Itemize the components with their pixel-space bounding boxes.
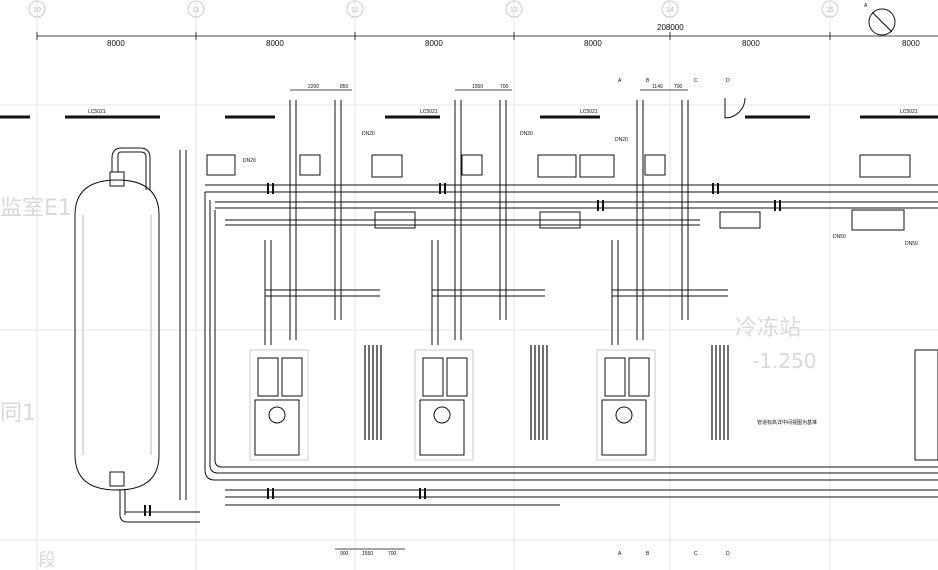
door-swing-icon xyxy=(724,97,746,119)
valve-marks xyxy=(144,183,781,516)
dim-850: 850 xyxy=(340,84,349,90)
dim-700-b: 700 xyxy=(674,84,683,90)
overall-dimension: 208000 xyxy=(657,23,684,32)
bay-dim-4: 8000 xyxy=(584,39,602,48)
pipe-label-dn20-1: DN20 xyxy=(243,158,256,164)
axis-label-15: 15 xyxy=(826,7,834,14)
grid-letter-b: B xyxy=(646,78,650,84)
elevation-label: -1.250 xyxy=(752,349,816,373)
grid-letter-c-bottom: C xyxy=(694,551,698,557)
axis-label-12: 12 xyxy=(351,7,359,14)
bay-dim-1: 8000 xyxy=(107,39,125,48)
grid-letter-c: C xyxy=(694,78,698,84)
grid-letter-a: A xyxy=(618,78,622,84)
coil-bundles xyxy=(364,345,729,440)
column-tag-3: LC5021 xyxy=(580,109,598,115)
bay-dim-2: 8000 xyxy=(266,39,284,48)
axis-label-14: 14 xyxy=(666,7,674,14)
pressure-tank xyxy=(74,171,160,491)
grid-letter-d-bottom: D xyxy=(726,551,730,557)
equipment-boxes xyxy=(206,154,911,231)
north-arrow-icon: A xyxy=(864,3,896,36)
header-pipes xyxy=(111,147,938,523)
axis-bubbles xyxy=(28,0,839,18)
bay-dim-5: 8000 xyxy=(742,39,760,48)
dim-700-bottom: 700 xyxy=(388,551,397,557)
dimension-chain xyxy=(36,32,938,40)
dim-1950: 1950 xyxy=(472,84,483,90)
pipe-label-dn20-3: DN20 xyxy=(520,131,533,137)
room-label-left-2: 同1 xyxy=(0,401,36,426)
axis-label-11: 11 xyxy=(192,7,199,14)
dim-700: 700 xyxy=(500,84,509,90)
sub-dimensions xyxy=(290,89,688,550)
grid-letter-d: D xyxy=(726,78,730,84)
column-tag-4: LC5021 xyxy=(900,109,918,115)
risers xyxy=(264,100,728,345)
pipe-label-dn20-2: DN20 xyxy=(362,131,375,137)
column-tags: LC5021 LC5021 LC5021 LC5021 xyxy=(88,109,918,115)
pipe-label-dn50-b: DN50 xyxy=(905,241,918,247)
room-label-right: 冷冻站 xyxy=(735,316,801,341)
bay-dim-6: 8000 xyxy=(902,39,920,48)
bottom-label: 段 xyxy=(38,550,56,570)
column-tag-1: LC5021 xyxy=(88,109,106,115)
note-text: 管道标高详中间视图为基准 xyxy=(757,419,817,426)
column-tag-2: LC5021 xyxy=(420,109,438,115)
room-label-left-1: 监室E1 xyxy=(0,196,72,221)
dim-900: 900 xyxy=(340,551,349,557)
dim-1149: 1149 xyxy=(652,84,663,90)
bay-dim-3: 8000 xyxy=(425,39,443,48)
svg-text:A: A xyxy=(864,3,868,9)
dim-2200: 2200 xyxy=(308,84,319,90)
grid-letter-b-bottom: B xyxy=(646,551,650,557)
pipe-label-dn20-4: DN20 xyxy=(615,137,628,143)
grid-letter-a-bottom: A xyxy=(618,551,622,557)
dim-1550: 1550 xyxy=(362,551,373,557)
axis-label-13: 13 xyxy=(510,7,518,14)
axis-label-10: 10 xyxy=(33,7,41,14)
pipe-label-dn50: DN50 xyxy=(833,234,846,240)
pump-skids xyxy=(249,349,938,461)
